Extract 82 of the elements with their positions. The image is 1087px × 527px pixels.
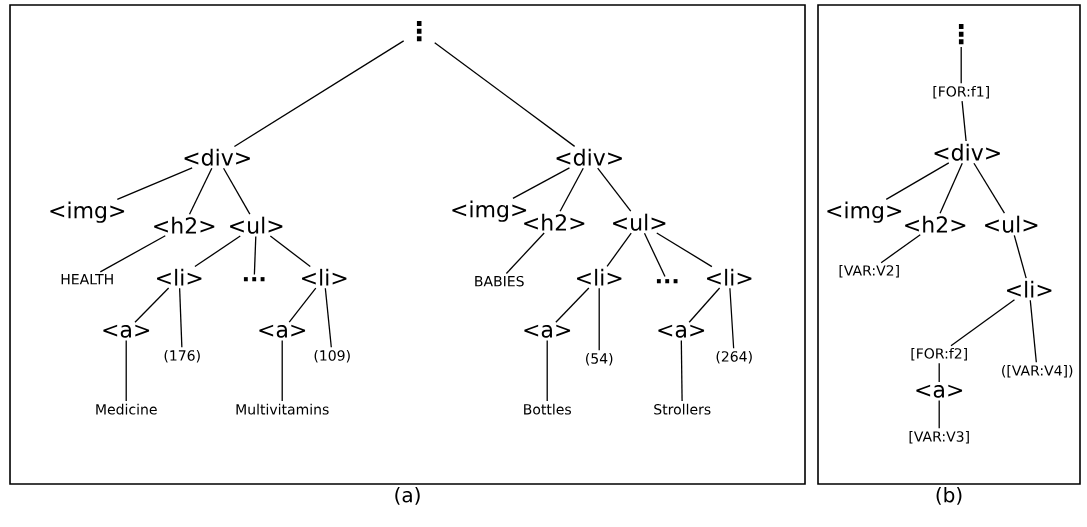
tree-edge (1029, 299, 1037, 363)
tag-label: <img> (452, 200, 527, 222)
tree-edge (555, 287, 590, 323)
tag-label: <li> (577, 268, 622, 286)
ellipsis: ... (656, 279, 678, 284)
vertical-ellipsis: ⋮ (958, 24, 964, 45)
tag-label: <li> (302, 268, 347, 286)
tag-label: <img> (50, 201, 125, 223)
tag-label: <li> (1007, 280, 1052, 298)
tag-label: <a> (103, 324, 150, 338)
text-label: (54) (586, 352, 613, 366)
tree-edge (938, 399, 940, 429)
tag-label: <ul> (230, 216, 283, 234)
tree-edge (188, 167, 213, 215)
tree-edge (688, 287, 721, 323)
node-label: (a) (395, 487, 420, 505)
tag-label: <div> (184, 148, 250, 166)
tree-edge (885, 162, 950, 200)
node-label: (b) (936, 486, 962, 505)
tree-edge (233, 40, 405, 148)
tag-label: <img> (827, 201, 902, 223)
text-label: [FOR:f1] (933, 85, 989, 99)
tree-edge (134, 287, 170, 323)
tree-edge (729, 287, 735, 349)
tag-label: <li> (707, 268, 752, 286)
text-label: Strollers (654, 403, 711, 415)
tree-edge (546, 339, 548, 402)
tree-edge (222, 167, 251, 215)
tag-label: <ul> (985, 215, 1038, 233)
tree-edge (559, 167, 584, 212)
tree-edge (1013, 234, 1027, 279)
tag-label: <a> (916, 384, 963, 398)
tree-edge (324, 287, 332, 348)
tree-edge (269, 235, 311, 268)
tree-edge (179, 287, 183, 348)
tree-edge (505, 232, 545, 275)
tree-edge (598, 287, 600, 351)
text-label: [FOR:f2] (911, 347, 967, 361)
vertical-ellipsis: ⋮ (416, 21, 422, 42)
tag-label: <h2> (154, 216, 215, 234)
tree-edge (281, 339, 283, 402)
text-label: BABIES (475, 275, 524, 287)
ellipsis: ... (243, 277, 265, 282)
tree-edge (253, 235, 257, 276)
text-label: (264) (716, 350, 752, 364)
text-label: Medicine (96, 403, 157, 415)
text-label: [VAR:V2] (839, 264, 899, 278)
text-label: Multivitamins (236, 403, 329, 415)
tag-label: <a> (524, 324, 571, 338)
tree-edge (960, 46, 962, 84)
tree-edge (125, 339, 127, 402)
tag-label: <a> (658, 324, 705, 338)
tree-edge (961, 100, 967, 142)
tag-label: <div> (556, 148, 622, 166)
tag-label: <div> (934, 143, 1000, 161)
tree-edge (288, 287, 317, 323)
tag-label: <ul> (613, 213, 666, 231)
tag-label: <h2> (905, 215, 966, 233)
text-label: [VAR:V3] (909, 430, 969, 444)
tree-edge (680, 339, 683, 402)
text-label: (176) (164, 349, 200, 363)
tag-label: <a> (259, 324, 306, 338)
tree-edge (512, 167, 571, 200)
text-label: Bottles (524, 403, 571, 415)
tree-edge (194, 235, 241, 268)
tag-label: <h2> (524, 213, 585, 231)
tree-edge (880, 234, 921, 264)
tree-edge (656, 232, 713, 268)
tree-edge (597, 167, 632, 212)
tree-edge (99, 235, 166, 273)
text-label: HEALTH (61, 274, 113, 285)
text-label: (109) (314, 349, 350, 363)
text-label: ([VAR:V4]) (1002, 364, 1073, 378)
tree-edge (938, 362, 940, 383)
tree-edge (950, 299, 1016, 347)
tree-edge (116, 167, 193, 201)
tag-label: <li> (157, 268, 202, 286)
tree-edge (606, 232, 632, 267)
tree-edge (973, 162, 1006, 214)
tree-edge (939, 162, 963, 214)
tree-edge (643, 232, 666, 278)
tree-edge (434, 42, 576, 148)
